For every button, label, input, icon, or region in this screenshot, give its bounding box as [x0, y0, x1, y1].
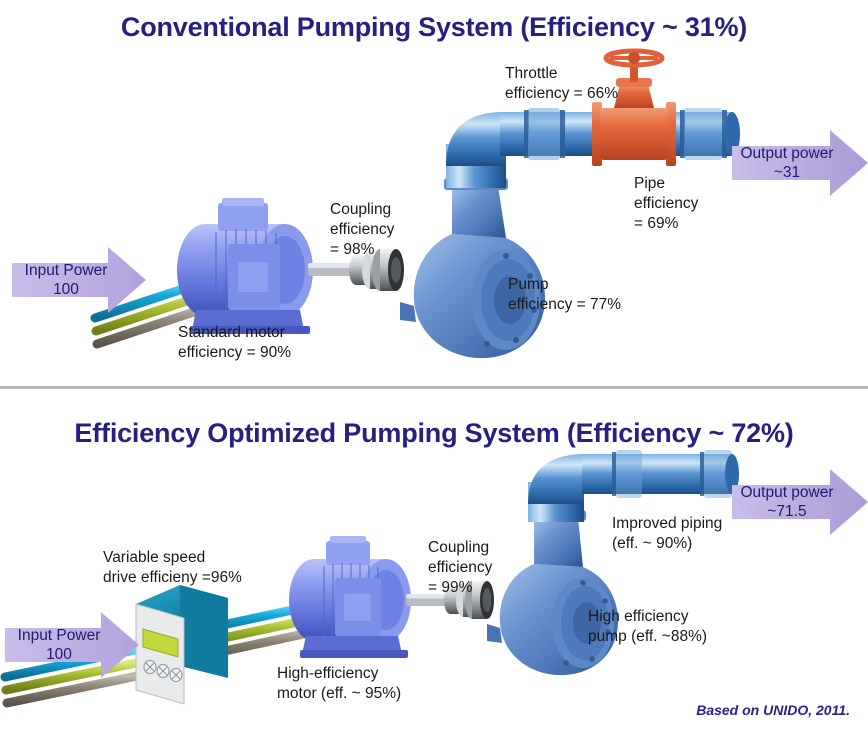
- output-power-arrow-conventional: Output power ~31: [732, 130, 868, 196]
- label-pipe-conventional: Pipe efficiency = 69%: [634, 175, 699, 232]
- throttle-valve-illustration: [592, 48, 676, 166]
- coupling-illustration-optimized: [444, 581, 494, 619]
- label-standard-motor: Standard motor efficiency = 90%: [178, 324, 292, 361]
- page-title-conventional: Conventional Pumping System (Efficiency …: [120, 12, 748, 42]
- variable-speed-drive-illustration: [135, 585, 228, 705]
- input-power-arrow-optimized: Input Power 100: [5, 612, 139, 678]
- label-coupling-conventional: Coupling efficiency = 98%: [330, 201, 395, 258]
- coupling-illustration: [349, 249, 404, 291]
- standard-motor-illustration: [177, 198, 356, 334]
- label-improved-piping: Improved piping (eff. ~ 90%): [612, 515, 723, 552]
- input-power-arrow-conventional: Input Power 100: [12, 247, 146, 313]
- conventional-system-artwork: [0, 48, 868, 388]
- high-efficiency-pump-illustration: [487, 510, 619, 676]
- label-variable-speed-drive: Variable speed drive efficieny =96%: [103, 549, 242, 586]
- label-throttle: Throttle efficiency = 66%: [505, 65, 619, 102]
- source-credit: Based on UNIDO, 2011.: [696, 702, 850, 718]
- page-title-optimized: Efficiency Optimized Pumping System (Eff…: [74, 418, 794, 448]
- panel-divider: [0, 386, 868, 389]
- optimized-system-panel: Efficiency Optimized Pumping System (Eff…: [0, 392, 868, 730]
- conventional-system-panel: Conventional Pumping System (Efficiency …: [0, 12, 868, 388]
- label-coupling-optimized: Coupling efficiency = 99%: [428, 539, 493, 596]
- label-high-efficiency-pump: High efficiency pump (eff. ~88%): [588, 608, 708, 645]
- improved-piping: [528, 450, 739, 522]
- high-efficiency-motor-illustration: [289, 536, 450, 658]
- optimized-system-artwork: [0, 442, 868, 730]
- label-high-efficiency-motor: High-efficiency motor (eff. ~ 95%): [277, 665, 402, 702]
- label-pump-conventional: Pump efficiency = 77%: [508, 276, 622, 313]
